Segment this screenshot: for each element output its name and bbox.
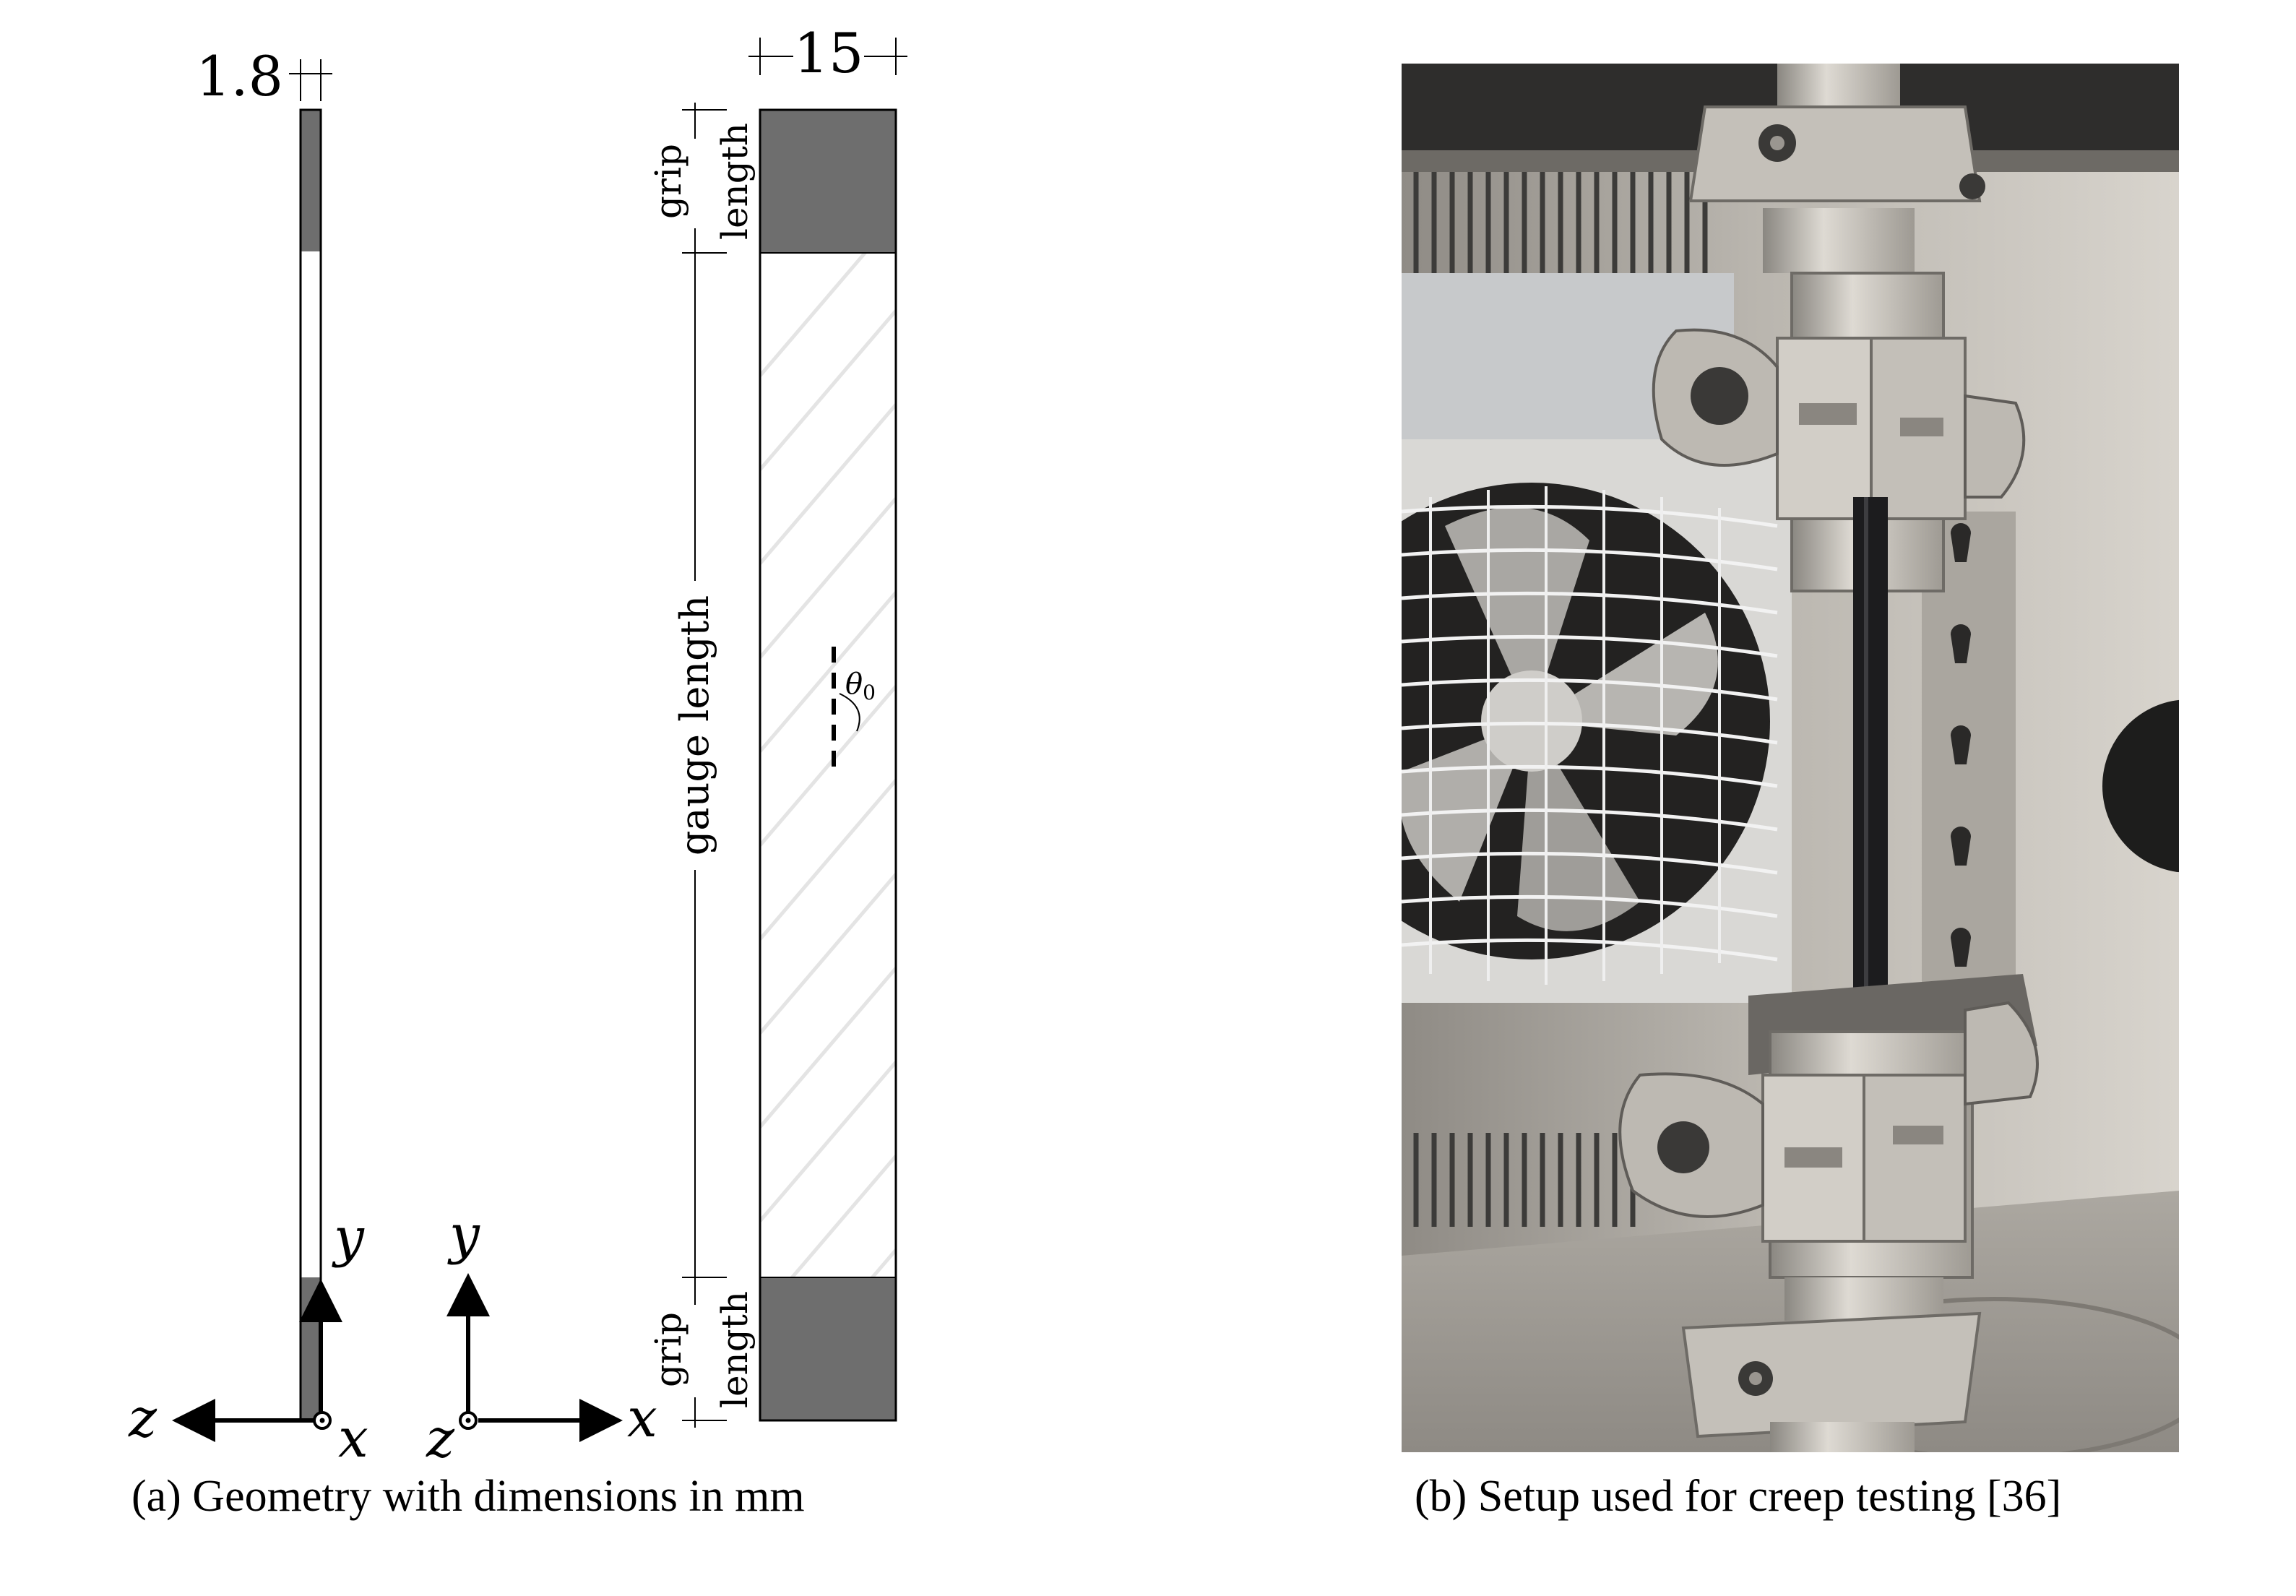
- heater-fins-bottom: [1413, 1133, 1636, 1227]
- mounting-plate: [1922, 512, 2016, 1032]
- caption-setup: (b) Setup used for creep testing [36]: [1415, 1472, 2062, 1521]
- test-specimen: [1853, 497, 1888, 1046]
- side-axis-x-label: x: [338, 1407, 368, 1470]
- side-top-grip: [301, 110, 321, 251]
- top-clamp-collar: [1688, 105, 1982, 202]
- caption-geometry: (a) Geometry with dimensions in mm: [131, 1472, 805, 1521]
- bottom-specimen-grip: [1618, 974, 2039, 1279]
- side-outline: [299, 108, 322, 1422]
- top-length-label: length: [714, 123, 756, 240]
- bottom-grip-label: grip: [647, 1312, 689, 1387]
- front-top-grip: [760, 110, 896, 253]
- fan-guard: [1402, 439, 1792, 1003]
- viewport-right: [2102, 699, 2179, 873]
- side-axis-y-label: y: [332, 1207, 365, 1269]
- length-dimensions: grip length gauge length grip length: [647, 103, 756, 1428]
- front-axes: y z x: [426, 1204, 657, 1470]
- geometry-diagram: 1.8 y z x y z x: [128, 21, 907, 1470]
- heater-fins-top: [1413, 172, 1708, 273]
- gauge-length-label: gauge length: [672, 595, 717, 855]
- bottom-clamp-collar: [1681, 1311, 1982, 1438]
- top-grip-label: grip: [647, 144, 689, 219]
- creep-test-setup-photo: [1402, 64, 2179, 1452]
- front-outline: [759, 108, 897, 1422]
- front-axis-x-label: x: [627, 1387, 657, 1449]
- front-axis-z-label: z: [426, 1407, 455, 1470]
- front-bottom-grip: [760, 1277, 896, 1420]
- front-axis-y-label: y: [447, 1204, 480, 1266]
- bottom-length-label: length: [714, 1291, 756, 1408]
- side-view-specimen: [299, 108, 322, 1422]
- thickness-dimension: 1.8: [196, 44, 332, 108]
- width-label: 15: [794, 21, 864, 85]
- load-rod-bottom: [1770, 1422, 1915, 1452]
- side-bottom-grip: [301, 1277, 321, 1420]
- front-view-specimen: [759, 108, 897, 1422]
- fiber-angle-indicator: θ0: [832, 647, 876, 772]
- thickness-label: 1.8: [196, 44, 283, 108]
- side-axis-z-label: z: [128, 1387, 157, 1449]
- width-dimension: 15: [748, 21, 907, 85]
- fiber-hatching: [760, 253, 896, 1277]
- angle-arc: [839, 693, 860, 732]
- angle-label: θ0: [845, 668, 876, 704]
- side-axes: y z x: [128, 1207, 368, 1470]
